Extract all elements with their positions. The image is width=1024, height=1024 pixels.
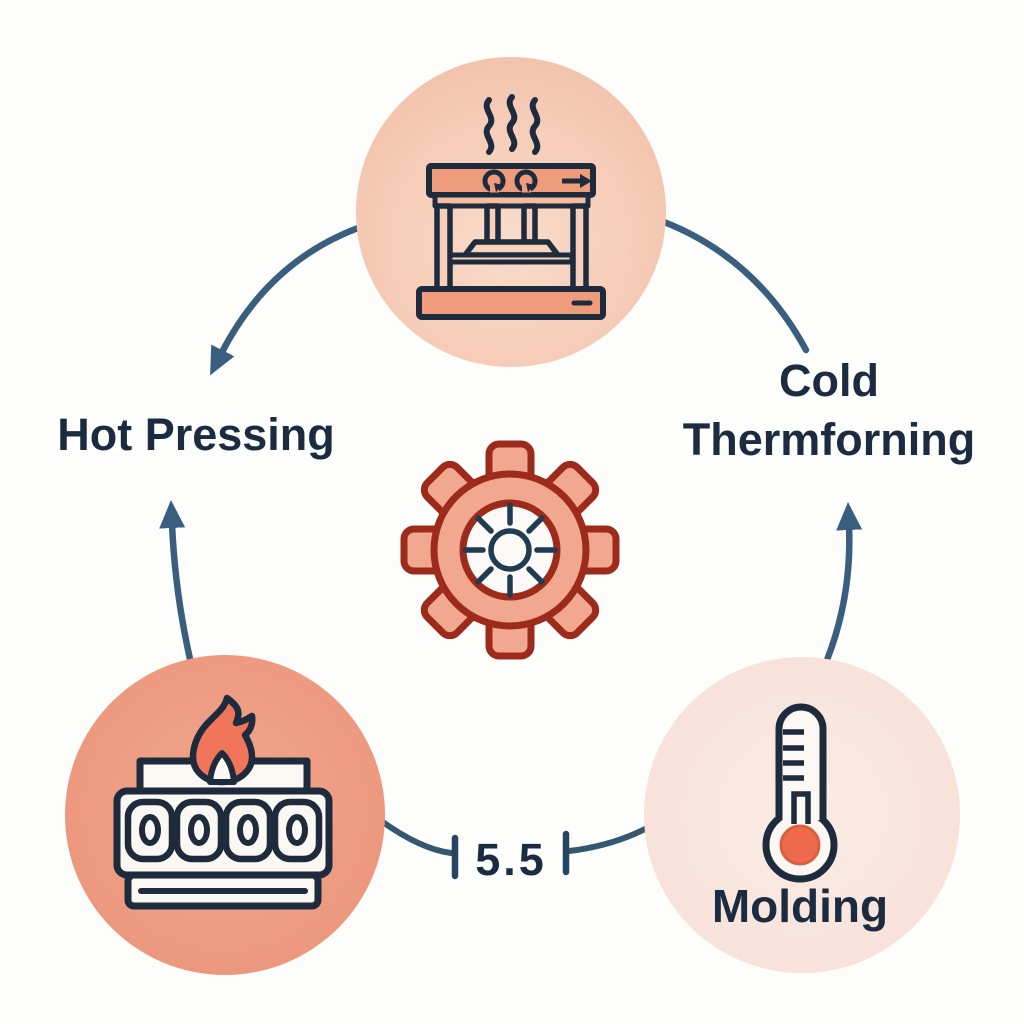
counter-dial <box>173 798 225 863</box>
press-ram-column <box>484 203 501 245</box>
dimension-line-right <box>566 825 650 854</box>
label-cold-line2: Thermforning <box>682 414 976 465</box>
counter-zero <box>286 814 308 846</box>
curved-line-top-to-cold-thermoforming <box>660 218 810 354</box>
heat-waves-icon <box>483 94 541 155</box>
thermometer-mercury <box>779 824 821 866</box>
thermometer-channel <box>791 791 811 824</box>
press-knob-icon <box>514 169 538 193</box>
press-leg <box>570 203 589 294</box>
counter-zero <box>139 814 161 846</box>
press-ram-column <box>521 203 538 245</box>
label-molding: Molding <box>711 880 889 932</box>
dimension-value-label: 5.5 <box>475 834 547 885</box>
counter-dial <box>222 798 274 863</box>
counter-dial <box>271 798 323 863</box>
counter-dials <box>124 798 323 863</box>
curved-arrow-top-to-hot-pressing <box>210 224 362 376</box>
connectors <box>159 218 863 880</box>
press-leg <box>434 203 453 294</box>
press-platen-slab <box>447 252 575 265</box>
press-strip <box>432 192 591 209</box>
press-knob-icon <box>482 169 506 193</box>
flame-icon <box>189 694 256 786</box>
gear-sun-icon <box>400 440 620 660</box>
press-arrow-icon <box>562 174 592 188</box>
thermometer-stem <box>775 703 827 820</box>
thermometer-ticks <box>783 729 804 781</box>
curved-arrow-bottom-right-to-cold-thermoforming <box>823 502 863 664</box>
thermometer-icon <box>762 703 838 883</box>
label-hot-pressing: Hot Pressing <box>57 409 335 460</box>
counter-dial <box>124 798 176 863</box>
counter-zero <box>188 814 210 846</box>
dimension-line-left <box>377 817 454 856</box>
counter-zero <box>237 814 259 846</box>
label-cold-thermoforming: Cold Thermforning <box>683 351 975 469</box>
furnace-counter-flame-icon <box>113 694 333 910</box>
heat-wave <box>483 97 495 155</box>
press-base <box>416 286 606 320</box>
curved-arrow-bottom-left-to-hot-pressing <box>159 500 194 663</box>
heat-wave <box>506 94 518 152</box>
sun-core <box>488 528 532 572</box>
sun-icon <box>462 502 558 598</box>
flame-inner-notch <box>207 750 237 785</box>
hot-press-machine-icon <box>416 94 606 320</box>
heat-wave <box>529 97 541 155</box>
label-cold-line1: Cold <box>779 355 879 406</box>
